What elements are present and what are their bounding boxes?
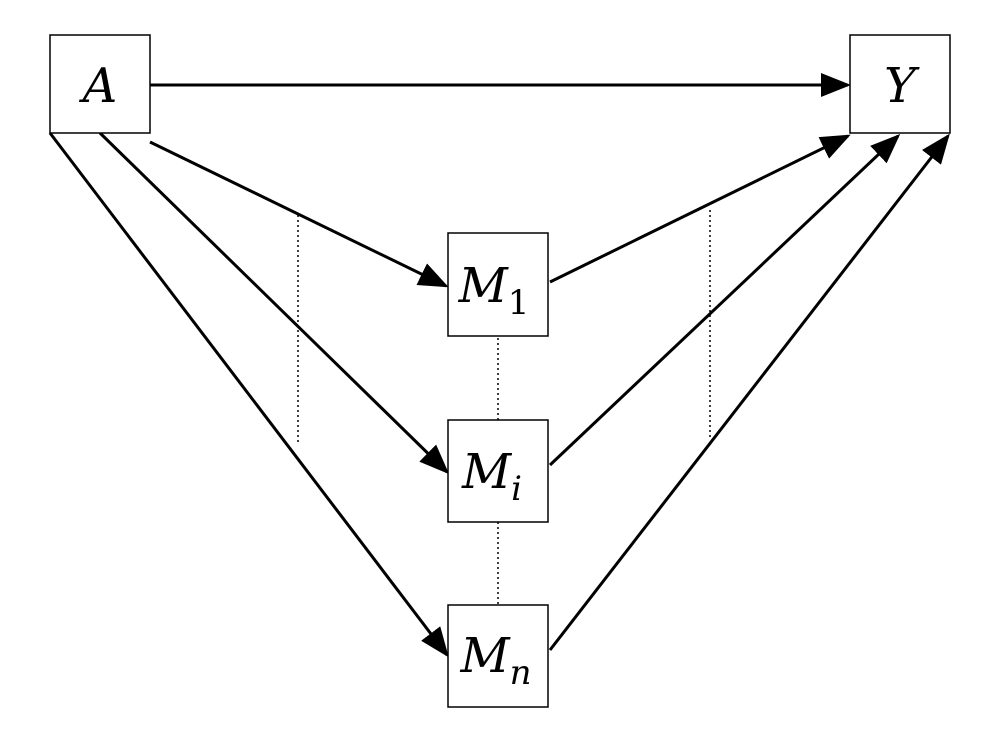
edge-mn-to-y	[548, 133, 950, 651]
node-y-label: Y	[884, 58, 920, 114]
edge-m1-to-y	[549, 134, 851, 284]
edges	[48, 73, 950, 658]
node-a: A	[49, 34, 151, 134]
node-mi-box	[447, 419, 549, 523]
node-m1-subscript: 1	[508, 283, 530, 323]
node-mn-label: Mn	[459, 628, 531, 693]
node-y: Y	[849, 34, 951, 134]
node-mi-subscript: i	[511, 469, 522, 509]
node-mi-label: Mi	[461, 444, 522, 509]
edge-mi-to-y	[548, 133, 901, 467]
node-a-box	[49, 34, 151, 134]
edge-a-to-mn	[48, 132, 449, 658]
node-mn-subscript: n	[510, 653, 532, 693]
node-m1: M1	[447, 232, 549, 337]
edge-a-to-m1	[149, 140, 449, 288]
node-mn-box	[447, 604, 549, 708]
node-mn: Mn	[447, 604, 549, 708]
dotted-lines	[297, 210, 711, 605]
node-m1-label: M1	[458, 258, 530, 323]
node-a-label: A	[79, 58, 118, 114]
node-m1-box	[447, 232, 549, 337]
edge-a-to-mi	[98, 131, 450, 475]
node-y-box	[849, 34, 951, 134]
node-mi: Mi	[447, 419, 549, 523]
